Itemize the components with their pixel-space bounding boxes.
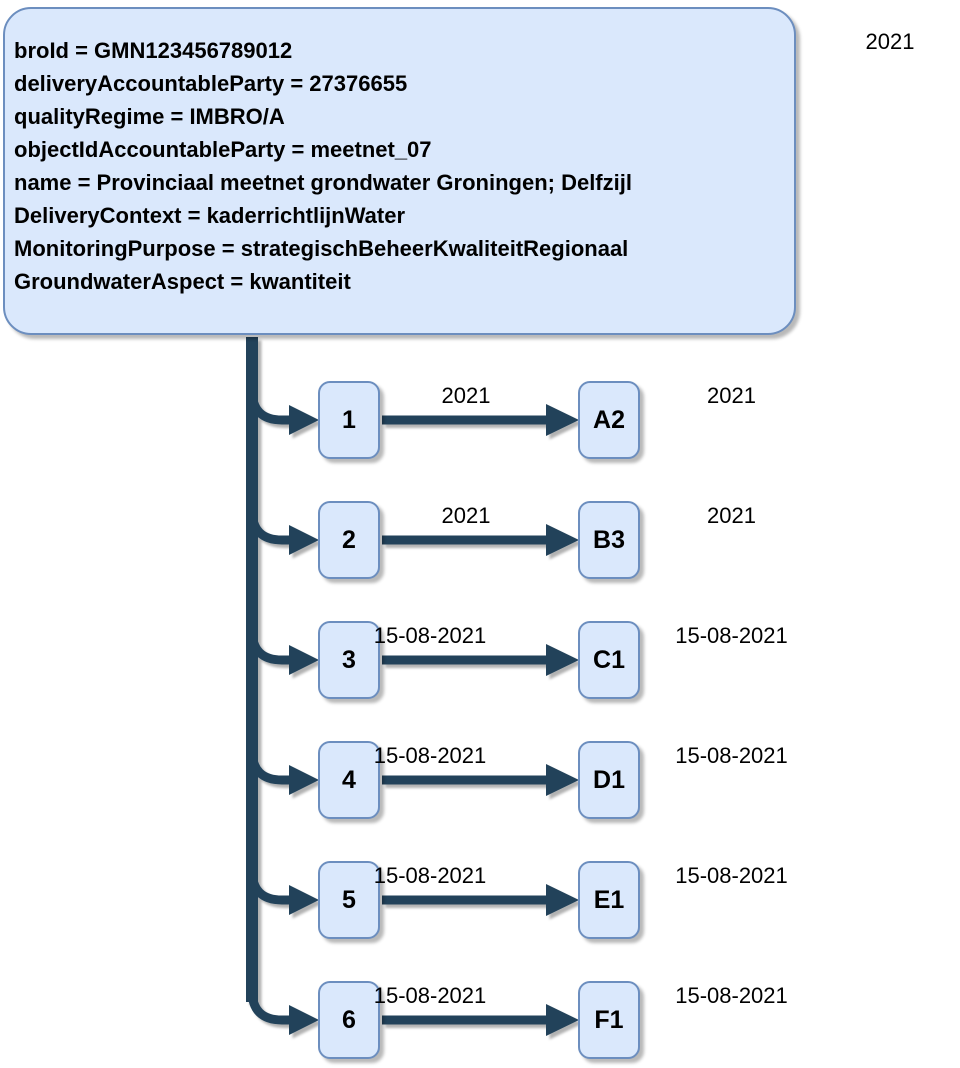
target-node-f1-label: F1 (594, 1005, 624, 1034)
edge-arrowhead-2 (546, 524, 579, 556)
source-node-5[interactable]: 5 (318, 861, 380, 939)
year-label-top-right: 2021 (865, 29, 915, 54)
edge-date-label-2: 2021 (441, 503, 491, 528)
target-node-c1-label: C1 (593, 645, 625, 674)
gmn-property-monitoring-purpose: MonitoringPurpose = strategischBeheerKwa… (14, 236, 629, 261)
row-date-label-6: 15-08-2021 (675, 983, 788, 1008)
edge-arrowhead-4 (546, 764, 579, 796)
edge-date-label-4: 15-08-2021 (373, 743, 487, 768)
edge-arrowhead-1 (546, 404, 579, 436)
branch-row-2 (247, 509, 292, 545)
branch-arrowhead-3 (289, 645, 319, 675)
gmn-property-delivery-context: DeliveryContext = kaderrichtlijnWater (14, 203, 406, 228)
edge-arrowhead-3 (546, 644, 579, 676)
row-date-label-4: 15-08-2021 (675, 743, 788, 768)
edge-date-label-5: 15-08-2021 (373, 863, 487, 888)
row-date-label-5: 15-08-2021 (675, 863, 788, 888)
source-node-4-label: 4 (342, 765, 356, 794)
row-date-label-2: 2021 (707, 503, 756, 528)
target-node-d1-label: D1 (593, 765, 625, 794)
branch-arrowhead-5 (289, 885, 319, 915)
target-node-e1-label: E1 (593, 885, 625, 914)
source-node-3[interactable]: 3 (318, 621, 380, 699)
edge-date-label-1: 2021 (441, 383, 491, 408)
target-node-a2[interactable]: A2 (578, 381, 640, 459)
edge-arrowhead-5 (546, 884, 579, 916)
row-date-label-3: 15-08-2021 (675, 623, 788, 648)
branch-arrowhead-2 (289, 525, 319, 555)
source-node-4[interactable]: 4 (318, 741, 380, 819)
target-node-e1[interactable]: E1 (578, 861, 640, 939)
branch-row-4 (247, 749, 292, 785)
gmn-property-name: name = Provinciaal meetnet grondwater Gr… (14, 170, 632, 195)
source-node-1[interactable]: 1 (318, 381, 380, 459)
source-node-5-label: 5 (342, 885, 356, 914)
branch-row-6 (247, 989, 292, 1025)
gmn-properties-node[interactable]: broId = GMN123456789012 deliveryAccounta… (3, 7, 796, 335)
source-node-6-label: 6 (342, 1005, 356, 1034)
target-node-f1[interactable]: F1 (578, 981, 640, 1059)
target-node-b3[interactable]: B3 (578, 501, 640, 579)
source-node-6[interactable]: 6 (318, 981, 380, 1059)
source-node-1-label: 1 (342, 405, 356, 434)
source-node-2[interactable]: 2 (318, 501, 380, 579)
gmn-property-groundwater-aspect: GroundwaterAspect = kwantiteit (14, 269, 351, 294)
branch-row-1 (247, 389, 292, 425)
branch-arrowhead-4 (289, 765, 319, 795)
edge-date-label-6: 15-08-2021 (373, 983, 487, 1008)
row-date-label-1: 2021 (707, 383, 756, 408)
branch-arrowhead-1 (289, 405, 319, 435)
source-node-3-label: 3 (342, 645, 356, 674)
branch-arrowhead-6 (289, 1005, 319, 1035)
gmn-property-object-id: objectIdAccountableParty = meetnet_07 (14, 137, 432, 162)
gmn-property-quality-regime: qualityRegime = IMBRO/A (14, 104, 285, 129)
source-node-2-label: 2 (342, 525, 356, 554)
target-node-b3-label: B3 (593, 525, 625, 554)
target-node-a2-label: A2 (593, 405, 625, 434)
target-node-c1[interactable]: C1 (578, 621, 640, 699)
branch-row-3 (247, 629, 292, 665)
edge-date-label-3: 15-08-2021 (373, 623, 487, 648)
gmn-property-delivery-party: deliveryAccountableParty = 27376655 (14, 71, 408, 96)
edge-arrowhead-6 (546, 1004, 579, 1036)
gmn-property-broid: broId = GMN123456789012 (14, 38, 293, 63)
branch-row-5 (247, 869, 292, 905)
target-node-d1[interactable]: D1 (578, 741, 640, 819)
